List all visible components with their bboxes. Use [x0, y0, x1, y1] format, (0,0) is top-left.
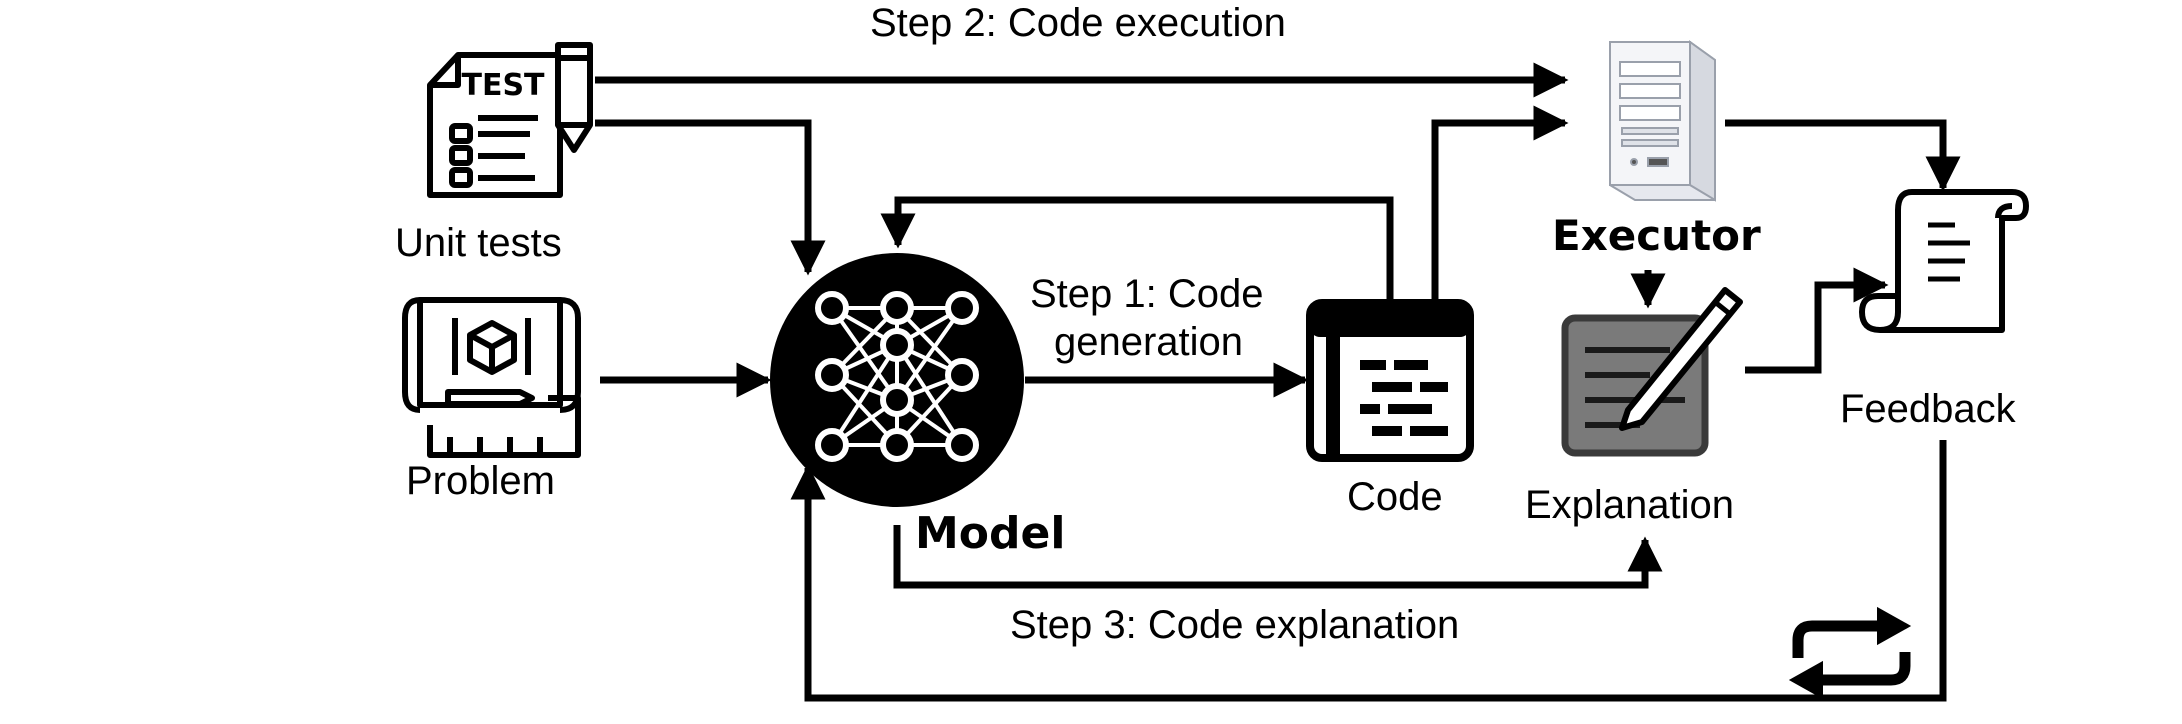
step2-label: Step 2: Code execution	[870, 1, 1286, 45]
problem-label: Problem	[406, 459, 555, 503]
step1-label-line1: Step 1: Code	[1030, 272, 1264, 316]
arrow-model-to-explanation	[893, 525, 1663, 589]
arrow-code-to-executor	[1431, 105, 1569, 300]
executor-label: Executor	[1552, 211, 1761, 260]
connectors	[595, 62, 1961, 702]
arrow-code-to-model	[880, 196, 1394, 300]
unit-tests-icon	[427, 42, 593, 198]
test-sheet-label: TEST	[461, 68, 545, 103]
blueprint-icon	[402, 297, 581, 458]
arrow-tests-to-model	[595, 119, 826, 276]
code-window-icon	[1306, 299, 1474, 462]
neural-network-icon	[770, 253, 1024, 507]
repeat-icon	[1788, 606, 1912, 700]
server-tower-icon	[1609, 40, 1716, 202]
arrow-explanation-to-feedback	[1745, 267, 1889, 374]
step1-label-line2: generation	[1054, 320, 1243, 364]
arrow-executor-to-feedback	[1725, 119, 1961, 192]
step3-label: Step 3: Code explanation	[1010, 603, 1459, 647]
unit-tests-label: Unit tests	[395, 221, 562, 265]
arrow-feedback-to-model	[790, 440, 1947, 702]
code-label: Code	[1347, 475, 1443, 519]
model-label: Model	[915, 508, 1065, 559]
scroll-icon	[1859, 189, 2029, 333]
explanation-label: Explanation	[1525, 483, 1734, 527]
notepad-pen-icon	[1561, 287, 1743, 457]
feedback-label: Feedback	[1840, 387, 2017, 431]
